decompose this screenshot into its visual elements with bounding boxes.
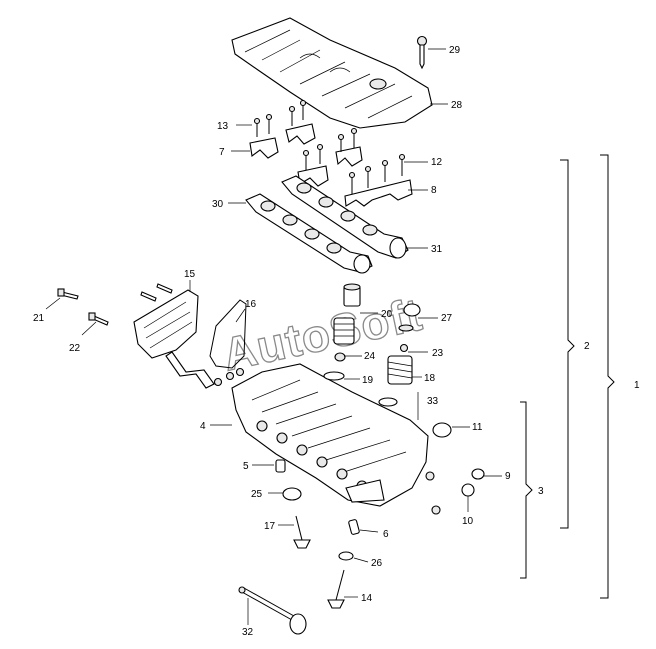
camshaft-31-part — [281, 175, 409, 259]
callout-25: 25 — [251, 489, 263, 500]
callout-28: 28 — [451, 100, 463, 111]
leader-lines — [45, 48, 502, 625]
callout-22: 22 — [69, 343, 81, 354]
spring-seat-19-part — [323, 371, 345, 381]
cylinder-head-part — [213, 363, 441, 515]
callout-12: 12 — [431, 157, 443, 168]
cam-cap-bolts-12-part — [302, 143, 406, 194]
callout-11: 11 — [472, 422, 483, 433]
camshaft-30-part — [245, 193, 373, 274]
plug-9-part — [471, 468, 485, 480]
callout-4: 4 — [200, 421, 206, 432]
bolt-29-part — [416, 35, 428, 70]
long-bolt-32-part — [238, 586, 307, 635]
callout-2: 2 — [584, 341, 590, 352]
callout-9: 9 — [505, 471, 511, 482]
spring-retainer-assy-part — [333, 317, 355, 345]
brackets — [520, 154, 615, 599]
bolt-22-part — [88, 312, 109, 326]
callout-32: 32 — [242, 627, 254, 638]
callout-15: 15 — [184, 269, 196, 280]
callout-29: 29 — [449, 45, 461, 56]
callout-26: 26 — [371, 558, 383, 569]
small-bolts-part — [140, 283, 173, 302]
callout-14: 14 — [361, 593, 373, 604]
seal-23-part — [399, 343, 409, 353]
callout-20: 20 — [381, 309, 393, 320]
callout-16: 16 — [245, 299, 257, 310]
callout-18: 18 — [424, 373, 436, 384]
bolt-21-part — [57, 288, 79, 300]
washer-33-part — [378, 397, 398, 407]
callout-1: 1 — [634, 380, 640, 391]
seal-26-part — [338, 551, 354, 561]
callout-labels: 29 28 13 7 12 8 30 31 15 16 20 27 21 22 … — [33, 45, 640, 638]
cam-caps-7-part — [249, 123, 363, 167]
callout-33: 33 — [427, 396, 439, 407]
callout-13: 13 — [217, 121, 229, 132]
callout-3: 3 — [538, 486, 544, 497]
housing-15-part — [133, 289, 215, 389]
plug-11-part — [432, 422, 452, 438]
seal-25-part — [282, 487, 302, 501]
callout-5: 5 — [243, 461, 249, 472]
valve-cover-part — [231, 17, 433, 129]
guide-6-part — [348, 519, 360, 535]
callout-27: 27 — [441, 313, 453, 324]
collet-24-part — [334, 352, 346, 362]
callout-30: 30 — [212, 199, 224, 210]
valve-17-part — [293, 515, 311, 549]
callout-19: 19 — [362, 375, 374, 386]
callout-6: 6 — [383, 529, 389, 540]
gasket-16-part — [209, 299, 247, 369]
callout-10: 10 — [462, 516, 474, 527]
callout-7: 7 — [219, 147, 225, 158]
callout-21: 21 — [33, 313, 45, 324]
plug-10-part — [461, 483, 475, 497]
tappet-20-part — [343, 283, 361, 307]
callout-17: 17 — [264, 521, 276, 532]
callout-23: 23 — [432, 348, 444, 359]
dowel-5-part — [275, 459, 286, 473]
valve-spring-18-part — [387, 355, 413, 385]
callout-8: 8 — [431, 185, 437, 196]
callout-31: 31 — [431, 244, 443, 255]
shim-27-part — [398, 303, 421, 332]
callout-24: 24 — [364, 351, 376, 362]
cam-cap-bolts-13-part — [253, 99, 307, 137]
valve-14-part — [327, 569, 345, 609]
